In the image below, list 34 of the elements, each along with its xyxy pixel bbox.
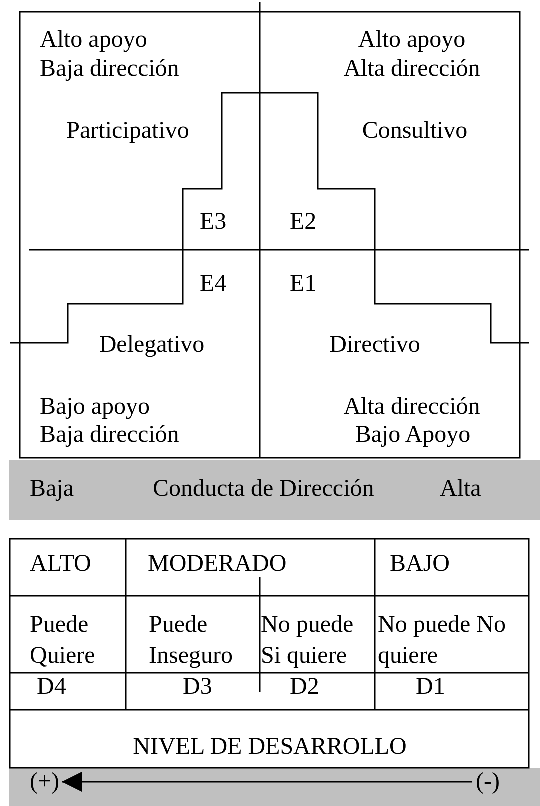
axis-label: Alta dirección xyxy=(344,55,480,84)
axis-label: Alta dirección xyxy=(344,393,480,422)
axis-label: Consultivo xyxy=(362,117,468,146)
axis-label: Alto apoyo xyxy=(358,26,466,55)
axis-label: Baja dirección xyxy=(40,421,180,450)
axis-label: ALTO xyxy=(30,550,92,579)
axis-label: Delegativo xyxy=(99,331,205,360)
arrow xyxy=(62,772,472,792)
axis-label: MODERADO xyxy=(148,550,287,579)
axis-label: Directivo xyxy=(330,331,420,360)
axis-label: E1 xyxy=(290,270,317,299)
axis-label: Puede Inseguro xyxy=(149,611,234,671)
axis-label: Conducta de Dirección xyxy=(153,475,374,504)
axis-label: D1 xyxy=(416,673,446,702)
axis-label: Bajo apoyo xyxy=(40,393,150,422)
axis-label: Puede Quiere xyxy=(30,611,96,671)
axis-label: No puede Si quiere xyxy=(261,611,355,671)
axis-label: Baja dirección xyxy=(40,55,180,84)
axis-label: Alta xyxy=(440,475,482,504)
axis-label: E4 xyxy=(200,270,227,299)
axis-label: E3 xyxy=(200,208,227,237)
scale-sign: (-) xyxy=(476,767,500,797)
axis-label: E2 xyxy=(290,208,317,237)
axis-label: Participativo xyxy=(66,117,190,146)
axis-label: D3 xyxy=(183,673,212,702)
axis-label: Bajo Apoyo xyxy=(355,421,471,450)
axis-label: D2 xyxy=(290,673,320,702)
axis-label: Baja xyxy=(30,475,74,504)
axis-label: BAJO xyxy=(390,550,450,579)
axis-label: Alto apoyo xyxy=(40,26,148,55)
axis-label: NIVEL DE DESARROLLO xyxy=(133,733,407,762)
axis-label: No puede No quiere xyxy=(378,611,507,671)
scale-sign: (+) xyxy=(30,767,60,797)
axis-label: D4 xyxy=(37,673,66,702)
